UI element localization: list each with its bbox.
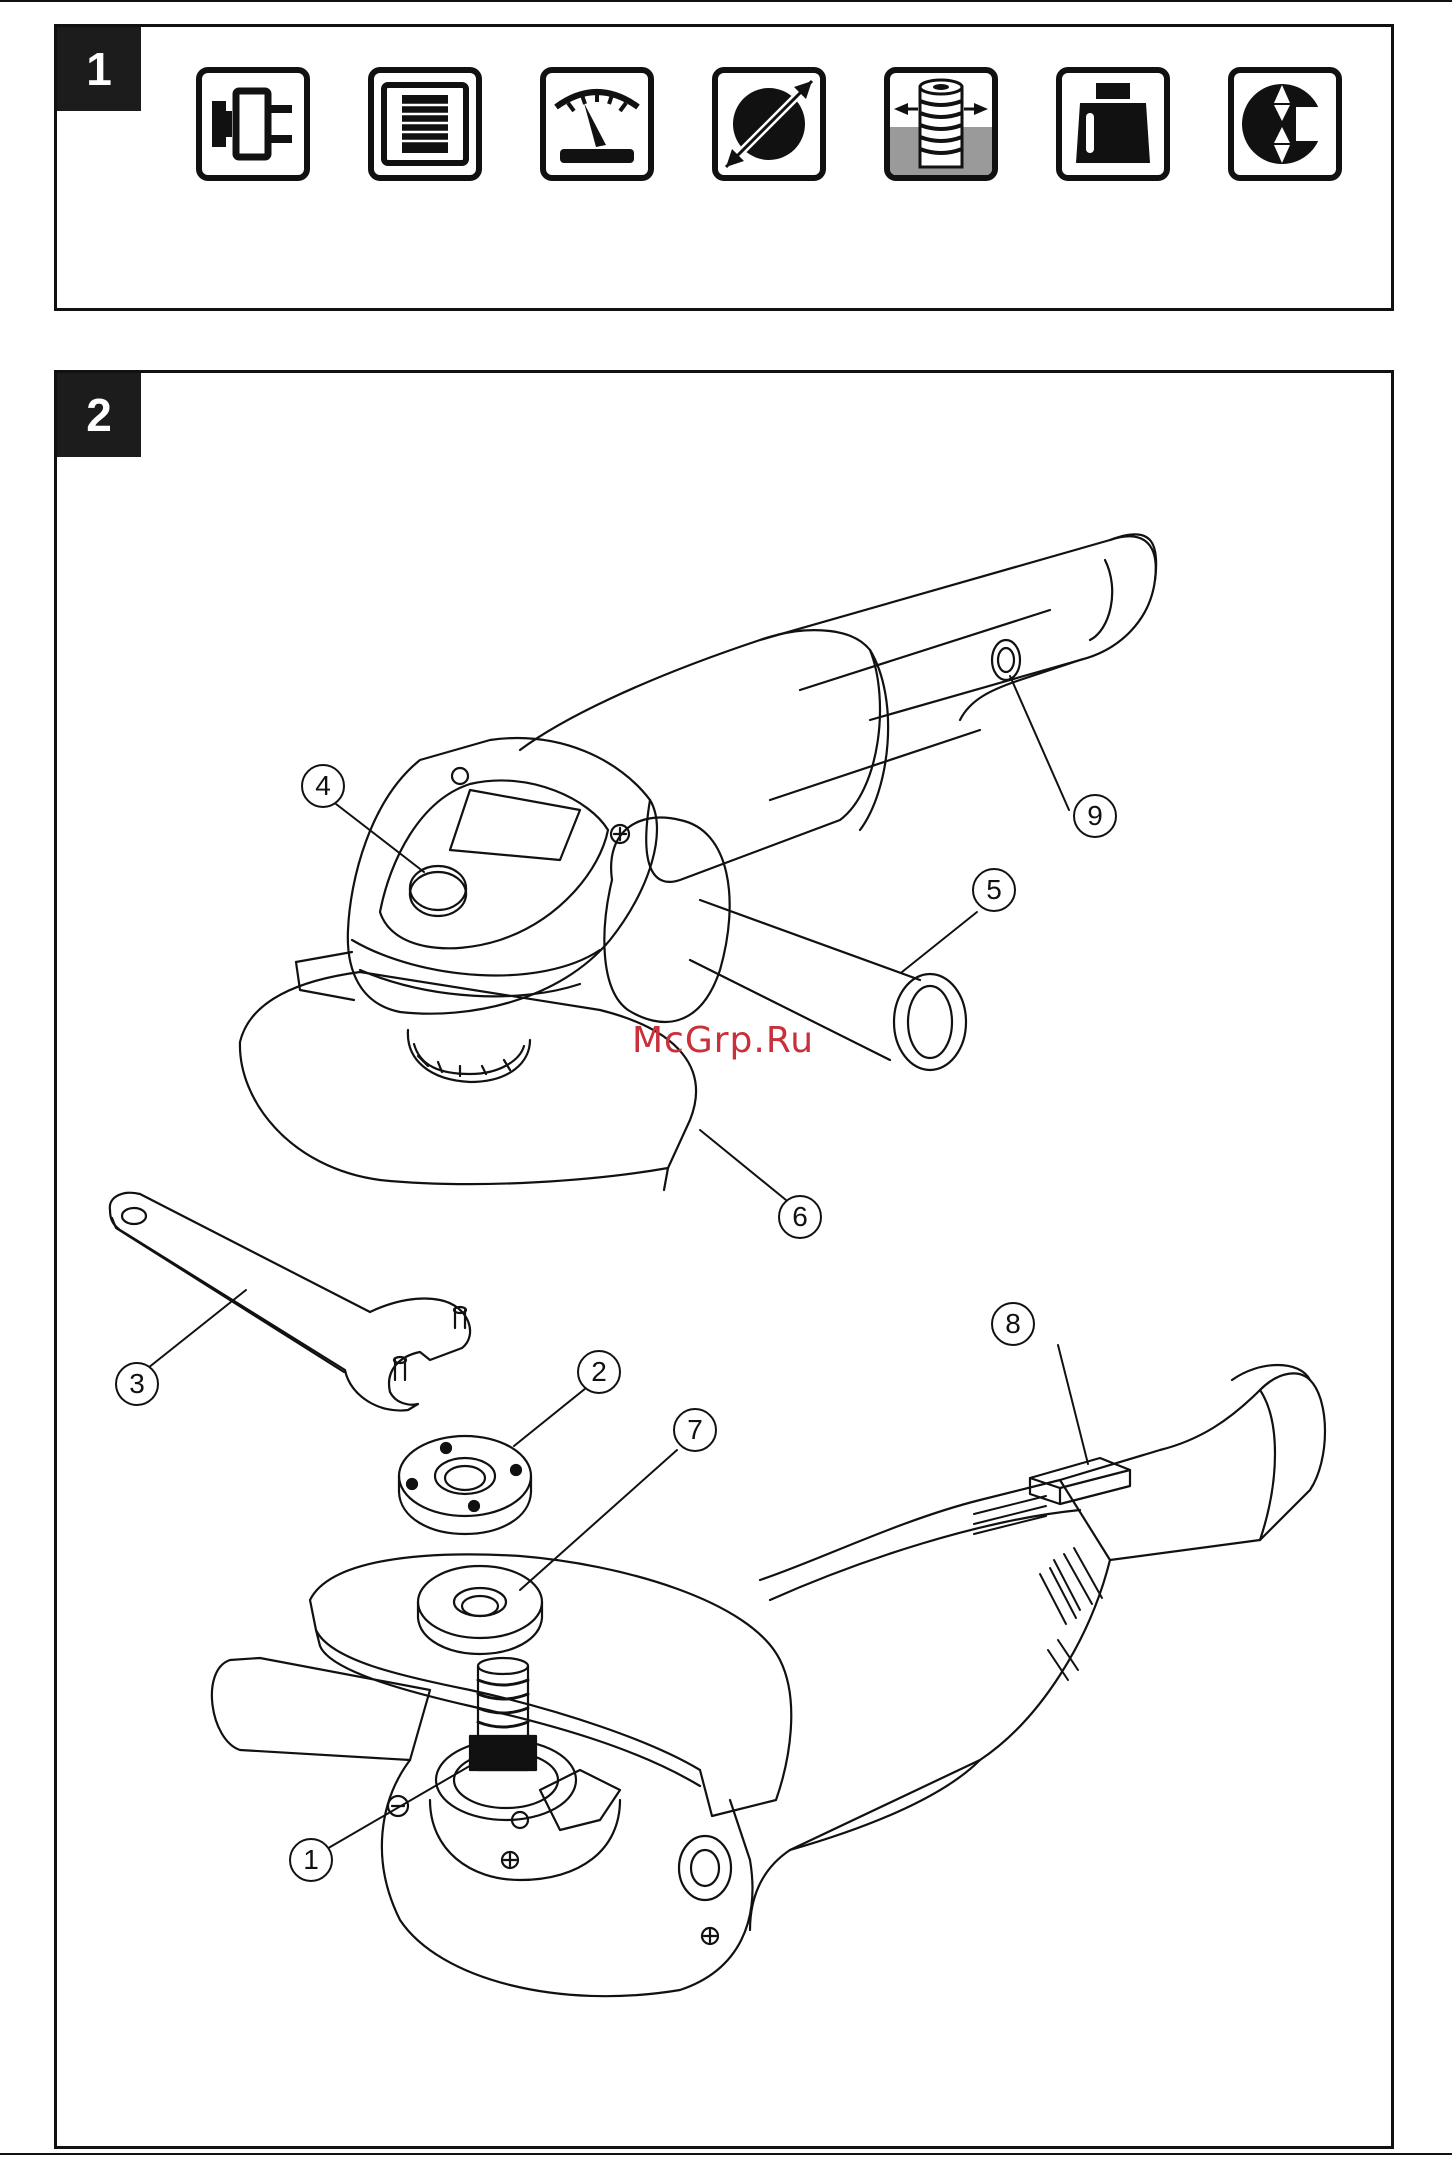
wrench-part xyxy=(110,1193,470,1411)
clamping-nut-part xyxy=(399,1436,531,1534)
callout-2: 2 xyxy=(577,1350,621,1394)
callout-9: 9 xyxy=(1073,794,1117,838)
callout-6: 6 xyxy=(778,1195,822,1239)
callout-1: 1 xyxy=(289,1838,333,1882)
callout-5: 5 xyxy=(972,868,1016,912)
leader-lines xyxy=(148,676,1088,1850)
callout-8: 8 xyxy=(991,1302,1035,1346)
backing-flange-part xyxy=(418,1566,542,1654)
callout-7: 7 xyxy=(673,1408,717,1452)
watermark-text: McGrp.Ru xyxy=(632,1020,814,1061)
callout-3: 3 xyxy=(115,1362,159,1406)
callout-4: 4 xyxy=(301,764,345,808)
upper-grinder xyxy=(240,534,1156,1190)
lower-grinder xyxy=(212,1365,1325,1996)
